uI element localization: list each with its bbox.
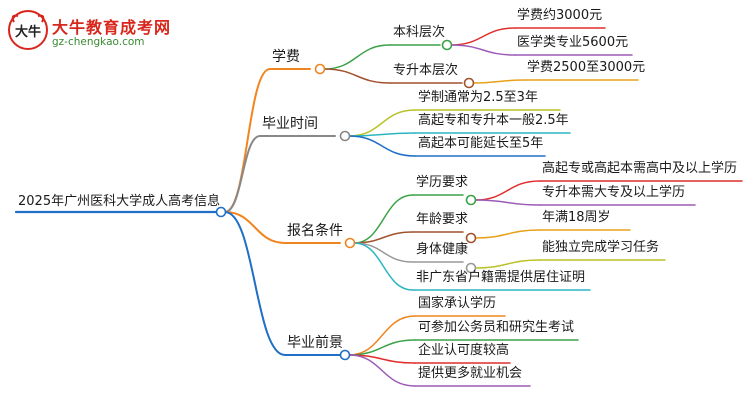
connector-line: [348, 354, 416, 387]
subbranch-1-1-label: 高起专和专升本一般2.5年: [418, 113, 569, 128]
connector-line: [474, 259, 541, 269]
connector-line: [474, 199, 541, 206]
leaf-2-0-1-label: 专升本需大专及以上学历: [542, 185, 686, 200]
branch-node: [344, 237, 356, 249]
connector-line: [348, 339, 416, 356]
connector-line: [474, 229, 541, 239]
subbranch-2-2-label: 身体健康: [416, 242, 469, 257]
leaf-0-0-0-label: 学费约3000元: [517, 8, 603, 23]
connector-line: [353, 242, 414, 291]
connector-line: [224, 135, 261, 213]
subbranch-2-0-label: 学历要求: [416, 175, 469, 190]
subbranch-1-2-label: 高起本可能延长至5年: [418, 136, 544, 151]
leaf-2-2-0-label: 能独立完成学习任务: [542, 240, 660, 255]
leaf-2-1-0-label: 年满18周岁: [542, 210, 611, 225]
logo-title: 大牛教育成考网: [52, 18, 172, 37]
connector-line: [353, 194, 414, 244]
branch-node: [339, 130, 351, 142]
connector-line: [348, 135, 416, 157]
subbranch-1-0-label: 学制通常为2.5至3年: [418, 90, 538, 105]
branch-node: [441, 39, 453, 51]
branch-3-label: 毕业前景: [287, 335, 343, 351]
subbranch-2-1-label: 年龄要求: [416, 212, 469, 227]
leaf-2-0-0-label: 高起专或高起本需高中及以上学历: [542, 161, 738, 176]
subbranch-3-2-label: 企业认可度较高: [418, 343, 510, 358]
subbranch-3-0-label: 国家承认学历: [418, 296, 497, 311]
branch-2-label: 报名条件: [287, 223, 343, 239]
subbranch-3-1-label: 可参加公务员和研究生考试: [418, 320, 575, 335]
site-logo: 大牛 大牛教育成考网 gz-chengkao.com: [6, 6, 176, 54]
connector-line: [323, 68, 391, 84]
subbranch-0-1-label: 专升本层次: [393, 63, 459, 78]
subbranch-0-0-label: 本科层次: [393, 25, 446, 40]
subbranch-2-3-label: 非广东省户籍需提供居住证明: [416, 270, 586, 285]
leaf-0-1-0-label: 学费2500至3000元: [527, 60, 646, 75]
branch-node: [463, 77, 475, 89]
connector-line: [353, 231, 414, 244]
logo-url: gz-chengkao.com: [52, 36, 145, 48]
branch-node: [465, 194, 477, 206]
bull-logo-icon: 大牛: [8, 10, 48, 50]
logo-mark-text: 大牛: [15, 24, 41, 40]
branch-node: [465, 232, 477, 244]
branch-0-label: 学费: [272, 49, 300, 65]
connector-line: [224, 211, 286, 356]
connector-line: [348, 315, 416, 356]
connector-line: [323, 44, 391, 70]
branch-node: [314, 63, 326, 75]
branch-node: [339, 349, 351, 361]
subbranch-3-3-label: 提供更多就业机会: [418, 366, 523, 381]
branch-1-label: 毕业时间: [262, 116, 318, 132]
connector-line: [474, 180, 541, 201]
connector-line: [348, 109, 416, 137]
connector-line: [450, 27, 516, 46]
connector-line: [450, 44, 516, 56]
connector-line: [353, 242, 414, 263]
connector-line: [224, 68, 271, 213]
branch-node: [465, 262, 477, 274]
connector-line: [472, 79, 526, 84]
leaf-0-0-1-label: 医学类专业5600元: [517, 35, 629, 50]
root-topic: 2025年广州医科大学成人高考信息: [18, 194, 221, 209]
branch-node: [215, 206, 227, 218]
connector-line: [224, 211, 286, 244]
